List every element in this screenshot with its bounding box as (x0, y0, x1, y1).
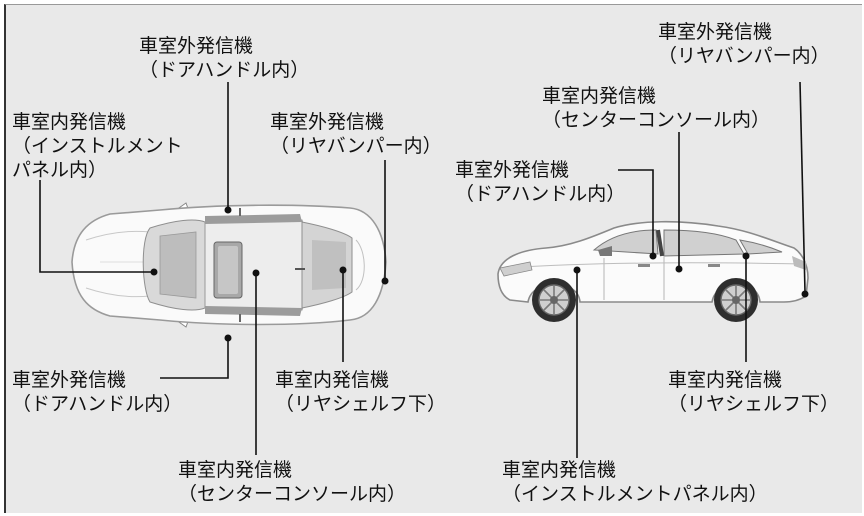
label-line: （ドアハンドル内） (139, 59, 310, 81)
label-side-inner-console: 車室内発信機 （センターコンソール内） (542, 84, 770, 132)
label-top-outer-bumper: 車室外発信機 （リヤバンパー内） (270, 110, 442, 158)
label-line: 車室外発信機 (455, 159, 570, 181)
label-line: （センターコンソール内） (542, 109, 771, 131)
label-line: （リヤシェルフ下） (275, 393, 447, 415)
label-line: 車室内発信機 (12, 111, 127, 133)
label-line: （ドアハンドル内） (12, 393, 183, 415)
leader-lines (39, 81, 809, 458)
label-side-inner-shelf: 車室内発信機 （リヤシェルフ下） (668, 368, 839, 416)
label-side-outer-bumper: 車室外発信機 （リヤバンパー内） (658, 20, 830, 68)
label-line: 車室内発信機 (275, 369, 390, 391)
label-line: 車室外発信機 (12, 369, 127, 391)
label-line: 車室内発信機 (178, 459, 293, 481)
label-line: （インストルメントパネル内） (502, 483, 768, 505)
label-line: パネル内） (12, 159, 108, 181)
label-top-outer-door-lower: 車室外発信機 （ドアハンドル内） (12, 368, 182, 416)
label-line: （センターコンソール内） (178, 483, 407, 505)
label-line: 車室内発信機 (668, 369, 783, 391)
label-top-inner-console: 車室内発信機 （センターコンソール内） (178, 458, 406, 506)
label-side-outer-door: 車室外発信機 （ドアハンドル内） (455, 158, 625, 206)
label-line: 車室外発信機 (139, 35, 254, 57)
label-side-inner-panel: 車室内発信機 （インストルメントパネル内） (502, 458, 768, 506)
label-line: （リヤバンパー内） (270, 135, 442, 157)
label-line: 車室外発信機 (270, 111, 385, 133)
car-top-view (71, 202, 387, 328)
label-line: （インストルメント (12, 135, 183, 157)
label-line: 車室外発信機 (658, 21, 773, 43)
label-line: （ドアハンドル内） (455, 183, 626, 205)
label-line: （リヤシェルフ下） (668, 393, 840, 415)
label-top-outer-door: 車室外発信機 （ドアハンドル内） (139, 34, 309, 82)
label-top-inner-panel: 車室内発信機 （インストルメント パネル内） (12, 110, 183, 182)
label-line: 車室内発信機 (502, 459, 617, 481)
label-line: 車室内発信機 (542, 85, 657, 107)
label-top-inner-shelf: 車室内発信機 （リヤシェルフ下） (275, 368, 446, 416)
car-side-view (497, 220, 809, 322)
label-line: （リヤバンパー内） (658, 45, 830, 67)
